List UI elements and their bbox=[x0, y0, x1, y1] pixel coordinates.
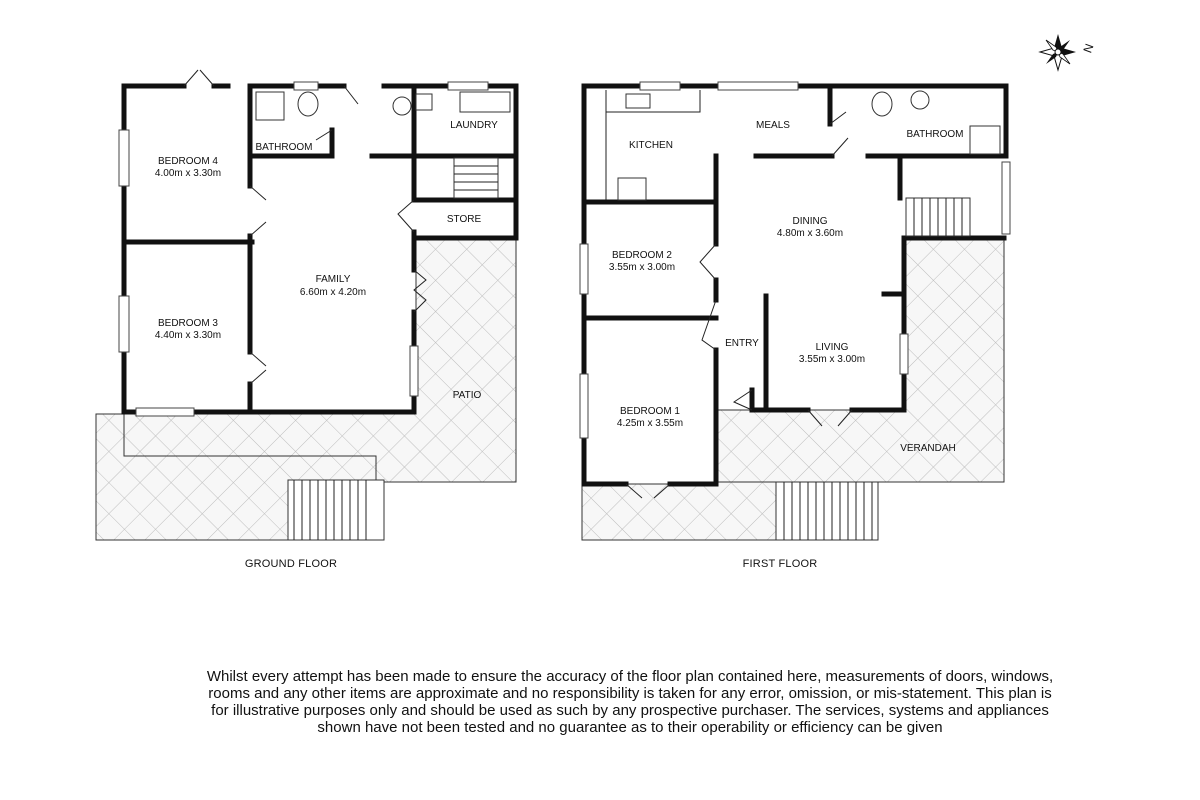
ground-window-bed4 bbox=[118, 129, 130, 187]
first-window-meals bbox=[717, 81, 799, 91]
first-front-stairs bbox=[775, 481, 879, 541]
ground-window-bath bbox=[293, 81, 319, 91]
ground-basin-icon bbox=[392, 96, 412, 116]
first-window-kitchen bbox=[639, 81, 681, 91]
ground-laundry-tub-icon bbox=[415, 93, 433, 111]
first-room-bathroom-name: BATHROOM bbox=[906, 129, 963, 140]
first-toilet-icon bbox=[871, 91, 893, 117]
first-sink-icon bbox=[625, 93, 651, 109]
first-door-bed2 bbox=[699, 243, 717, 281]
first-window-bed2 bbox=[579, 243, 589, 295]
compass-north-letter: N bbox=[1080, 42, 1096, 55]
first-room-dining-name: DINING bbox=[793, 216, 828, 227]
first-room-kitchen-name: KITCHEN bbox=[629, 140, 673, 151]
ground-window-bed3-bottom bbox=[135, 407, 195, 417]
ground-laundry-bench-icon bbox=[459, 91, 511, 113]
ground-room-family-size: 6.60m x 4.20m bbox=[300, 287, 366, 298]
ground-room-bedroom4-size: 4.00m x 3.30m bbox=[155, 168, 221, 179]
ground-internal-stairs bbox=[453, 157, 499, 199]
ground-room-family-name: FAMILY bbox=[316, 274, 351, 285]
ground-toilet-icon bbox=[297, 91, 319, 117]
first-room-bedroom2-size: 3.55m x 3.00m bbox=[609, 262, 675, 273]
first-window-stair bbox=[1001, 161, 1011, 235]
first-door-bed1-ext bbox=[625, 483, 671, 499]
first-room-meals-name: MEALS bbox=[756, 120, 790, 131]
first-room-bedroom2-name: BEDROOM 2 bbox=[612, 250, 672, 261]
first-room-living-size: 3.55m x 3.00m bbox=[799, 354, 865, 365]
first-door-bathroom bbox=[829, 111, 849, 157]
ground-room-store-name: STORE bbox=[447, 214, 482, 225]
first-room-bedroom1-name: BEDROOM 1 bbox=[620, 406, 680, 417]
ground-floor-plan: BEDROOM 4 4.00m x 3.30m BEDROOM 3 4.40m … bbox=[95, 69, 519, 570]
ground-door-patio bbox=[413, 269, 427, 313]
ground-window-laundry bbox=[447, 81, 489, 91]
ground-floor-label: GROUND FLOOR bbox=[245, 558, 337, 570]
ground-window-bed3 bbox=[118, 295, 130, 353]
first-kitchen-bench bbox=[605, 90, 701, 200]
ground-door-bed4-entry bbox=[183, 69, 215, 87]
first-floor-label: FIRST FLOOR bbox=[743, 558, 818, 570]
ground-door-laundry bbox=[343, 85, 359, 105]
ground-room-patio-name: PATIO bbox=[453, 390, 482, 401]
ground-room-bedroom3-size: 4.40m x 3.30m bbox=[155, 330, 221, 341]
ground-room-laundry-name: LAUNDRY bbox=[450, 120, 498, 131]
ground-door-bed4 bbox=[249, 185, 267, 237]
first-room-bedroom1-size: 4.25m x 3.55m bbox=[617, 418, 683, 429]
first-shower-icon bbox=[969, 125, 1001, 155]
first-bedroom1-terrace bbox=[581, 481, 777, 541]
first-basin-icon bbox=[910, 90, 930, 110]
first-room-dining-size: 4.80m x 3.60m bbox=[777, 228, 843, 239]
disclaimer-text: Whilst every attempt has been made to en… bbox=[206, 668, 1054, 736]
first-floor-plan: KITCHEN MEALS BATHROOM DINING 4.80m x 3.… bbox=[579, 81, 1011, 570]
first-window-bed1 bbox=[579, 373, 589, 439]
compass-rose-icon: N bbox=[1038, 34, 1096, 72]
first-door-bed1 bbox=[701, 299, 717, 351]
first-door-living bbox=[807, 409, 853, 427]
first-door-entry bbox=[732, 389, 753, 411]
first-room-entry-name: ENTRY bbox=[725, 338, 759, 349]
first-cooktop-icon bbox=[617, 177, 647, 201]
ground-room-bedroom3-name: BEDROOM 3 bbox=[158, 318, 218, 329]
first-internal-stairs bbox=[905, 197, 971, 237]
first-interior-walls bbox=[581, 83, 1009, 413]
first-window-living bbox=[899, 333, 909, 375]
ground-window-family bbox=[409, 345, 419, 397]
ground-room-bathroom-name: BATHROOM bbox=[255, 142, 312, 153]
first-room-living-name: LIVING bbox=[816, 342, 849, 353]
ground-front-stairs bbox=[287, 479, 385, 541]
ground-door-store bbox=[397, 199, 415, 233]
ground-door-bed3 bbox=[249, 351, 267, 385]
ground-door-bath bbox=[315, 129, 333, 141]
ground-interior-walls bbox=[121, 83, 519, 415]
first-room-verandah-name: VERANDAH bbox=[900, 443, 956, 454]
ground-shower-icon bbox=[255, 91, 285, 121]
ground-room-bedroom4-name: BEDROOM 4 bbox=[158, 156, 218, 167]
